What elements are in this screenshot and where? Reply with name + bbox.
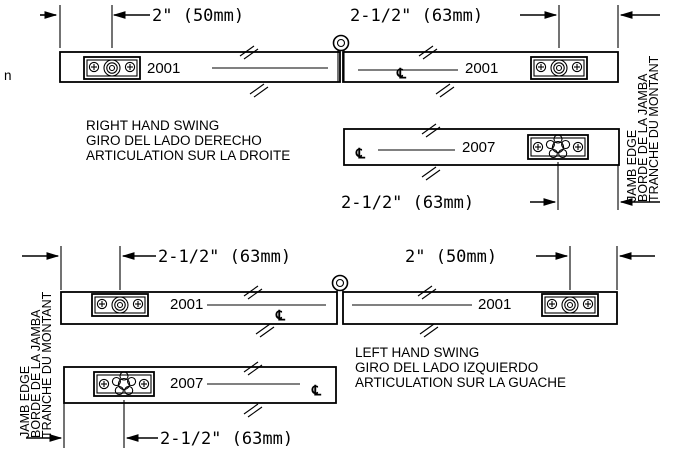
swing-line-1: LEFT HAND SWING bbox=[355, 345, 479, 360]
swing-line-3: ARTICULATION SUR LA DROITE bbox=[86, 148, 290, 163]
swing-line-1: RIGHT HAND SWING bbox=[86, 118, 219, 133]
dimension-right-label: 2" (50mm) bbox=[405, 247, 497, 267]
part-number-left: 2001 bbox=[170, 296, 203, 313]
stray-character: n bbox=[4, 68, 12, 83]
svg-text:BORDE DE LA JAMBA: BORDE DE LA JAMBA bbox=[636, 73, 650, 202]
pivot-icon bbox=[332, 34, 350, 52]
hinge-plate-2001-right bbox=[531, 57, 587, 79]
part-number-2007: 2007 bbox=[462, 139, 495, 156]
hinge-plate-2001-right bbox=[542, 294, 598, 316]
part-number-2007: 2007 bbox=[170, 375, 203, 392]
hinge-plate-2007 bbox=[94, 372, 154, 396]
dimension-left-label: 2-1/2" (63mm) bbox=[158, 247, 291, 267]
center-line-mark: ℄ bbox=[311, 382, 322, 398]
jamb-edge-label-top: JAMB EDGE BORDE DE LA JAMBA TRANCHE DU M… bbox=[625, 55, 661, 202]
center-line-mark: ℄ bbox=[275, 307, 286, 323]
svg-text:BORDE DE LA JAMBA: BORDE DE LA JAMBA bbox=[29, 309, 43, 438]
swing-line-2: GIRO DEL LADO IZQUIERDO bbox=[355, 360, 538, 375]
swing-line-2: GIRO DEL LADO DERECHO bbox=[86, 133, 262, 148]
dimension-left-label: 2" (50mm) bbox=[152, 6, 244, 26]
svg-text:JAMB EDGE: JAMB EDGE bbox=[18, 366, 32, 438]
center-line-mark: ℄ bbox=[396, 65, 407, 81]
hinge-plate-2007 bbox=[528, 135, 588, 159]
center-line-mark: ℄ bbox=[355, 145, 366, 161]
pivot-icon bbox=[331, 274, 349, 292]
swing-line-3: ARTICULATION SUR LA GUACHE bbox=[355, 375, 566, 390]
part-number-left: 2001 bbox=[147, 60, 180, 77]
hinge-plate-2001-left bbox=[92, 294, 148, 316]
dimension-bottom-label: 2-1/2" (63mm) bbox=[160, 429, 293, 449]
hinge-plate-2001-left bbox=[84, 57, 140, 79]
right-hand-swing-section: 2" (50mm) 2-1/2" (63mm) 2001 ℄ 2001 RIGH… bbox=[40, 5, 661, 213]
jamb-edge-label-bottom: JAMB EDGE BORDE DE LA JAMBA TRANCHE DU M… bbox=[18, 291, 54, 438]
dimension-right-label: 2-1/2" (63mm) bbox=[350, 6, 483, 26]
svg-text:JAMB EDGE: JAMB EDGE bbox=[625, 130, 639, 202]
svg-text:TRANCHE DU MONTANT: TRANCHE DU MONTANT bbox=[647, 55, 661, 202]
svg-text:TRANCHE DU MONTANT: TRANCHE DU MONTANT bbox=[40, 291, 54, 438]
left-hand-swing-section: 2-1/2" (63mm) 2" (50mm) 2001 ℄ 2001 LEFT… bbox=[18, 246, 655, 449]
dimension-bottom-label: 2-1/2" (63mm) bbox=[341, 193, 474, 213]
part-number-right: 2001 bbox=[478, 296, 511, 313]
part-number-right: 2001 bbox=[465, 60, 498, 77]
